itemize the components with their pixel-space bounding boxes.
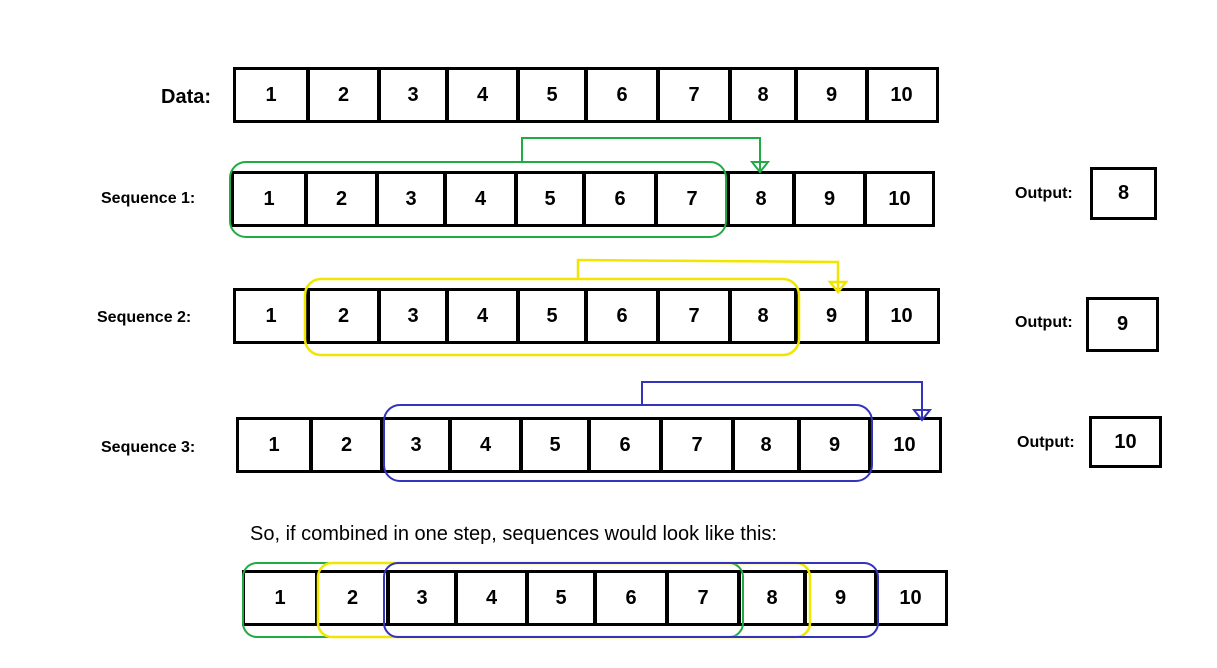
cell-6: 6 [584,70,656,120]
cell-1: 1 [274,586,286,609]
cell-1: 1 [263,187,275,210]
cell-1: 1 [265,83,277,106]
cell-8: 8 [737,573,803,623]
cell-3: 3 [386,573,454,623]
sequence-1-arrow [521,137,761,170]
cell-2: 2 [304,174,375,224]
cell-5: 5 [525,573,593,623]
cell-6: 6 [587,420,659,470]
cell-4: 4 [443,174,514,224]
cell-7: 7 [654,174,726,224]
cell-5: 5 [514,174,582,224]
cell-4: 4 [445,70,516,120]
cell-7: 7 [665,573,737,623]
cell-8: 8 [728,70,794,120]
output-2-box: 9 [1086,297,1159,352]
cell-4: 4 [454,573,525,623]
cell-5: 5 [516,70,584,120]
cell-10: 10 [868,420,937,470]
cell-3: 3 [380,420,448,470]
cell-1: 1 [265,304,277,327]
cell-3: 3 [377,291,445,341]
cell-2: 2 [315,573,386,623]
cell-8: 8 [728,291,794,341]
cell-6: 6 [584,291,656,341]
cell-3: 3 [375,174,443,224]
cell-2: 2 [306,291,377,341]
output-3-box: 10 [1089,416,1162,468]
cell-8: 8 [731,420,797,470]
sequence-3-label: Sequence 3: [101,439,196,456]
sequence-2-label: Sequence 2: [97,309,192,326]
cell-9: 9 [792,174,863,224]
cell-6: 6 [593,573,665,623]
cell-6: 6 [582,174,654,224]
data-label: Data: [161,86,212,108]
cell-10: 10 [865,291,934,341]
cell-9: 9 [803,573,874,623]
sequence-2-arrow [576,258,840,290]
cell-8: 8 [726,174,792,224]
output-2-label: Output: [1015,314,1073,331]
cell-5: 5 [516,291,584,341]
cell-4: 4 [445,291,516,341]
cell-9: 9 [794,70,865,120]
output-3-label: Output: [1017,434,1075,451]
cell-2: 2 [309,420,380,470]
cell-10: 10 [863,174,932,224]
cell-10: 10 [874,573,943,623]
output-1-box: 8 [1090,167,1157,220]
cell-9: 9 [797,420,868,470]
cell-2: 2 [306,70,377,120]
cell-7: 7 [656,291,728,341]
cell-7: 7 [656,70,728,120]
cell-9: 9 [794,291,865,341]
cell-3: 3 [377,70,445,120]
cell-7: 7 [659,420,731,470]
cell-5: 5 [519,420,587,470]
cell-10: 10 [865,70,934,120]
sequence-3-arrow [641,381,923,418]
sequence-1-label: Sequence 1: [101,190,196,207]
combined-caption: So, if combined in one step, sequences w… [250,523,777,545]
cell-4: 4 [448,420,519,470]
cell-1: 1 [268,433,280,456]
output-1-label: Output: [1015,185,1073,202]
